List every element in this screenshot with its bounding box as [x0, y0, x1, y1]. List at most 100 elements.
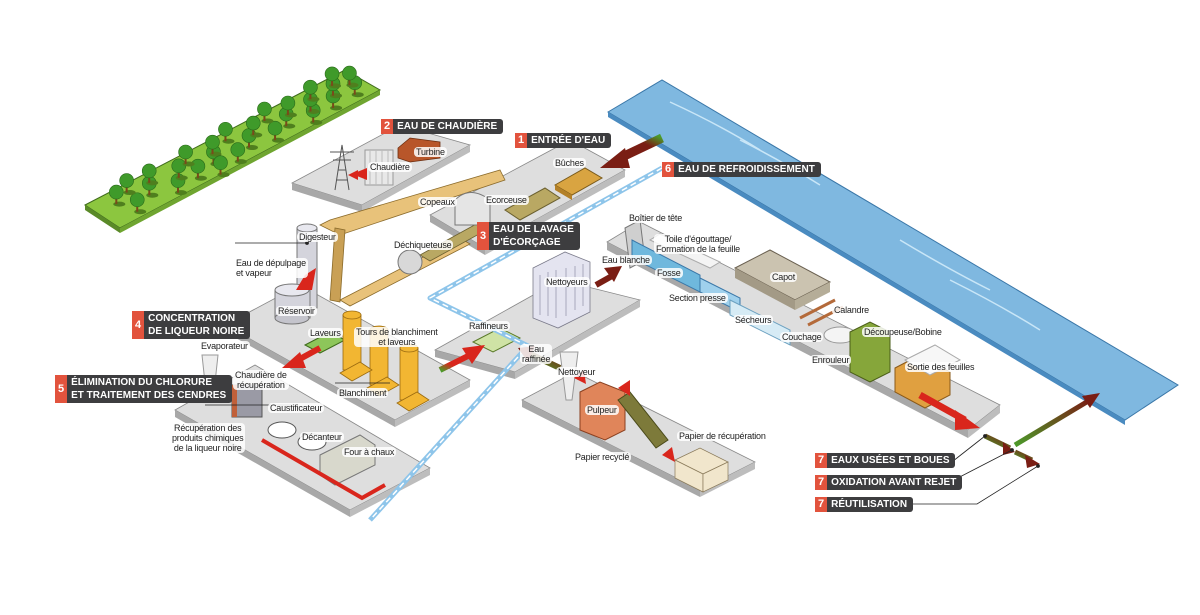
callout-text: RÉUTILISATION	[827, 497, 914, 512]
label-chips: Copeaux	[418, 197, 457, 207]
tree	[109, 184, 126, 207]
callout-number: 1	[515, 133, 528, 148]
label-calender: Calandre	[832, 305, 871, 315]
label-decanter: Décanteur	[300, 432, 344, 442]
label-washers: Laveurs	[308, 328, 343, 338]
label-causticizer: Caustificateur	[268, 403, 325, 413]
tree	[280, 95, 297, 118]
label-cleaner: Nettoyeur	[556, 367, 598, 377]
callout-text: EAUX USÉES ET BOUES	[827, 453, 956, 468]
callout-text: ENTRÉE D'EAU	[527, 133, 612, 148]
tree	[171, 158, 188, 181]
label-press-section: Section presse	[667, 293, 728, 303]
label-cleaners: Nettoyeurs	[544, 277, 590, 287]
tree	[119, 173, 136, 196]
label-refined-water: Eau raffinée	[520, 344, 553, 364]
reuse-arrow	[1013, 393, 1100, 448]
callout-number: 2	[381, 119, 394, 134]
callout-reuse: 7 RÉUTILISATION	[815, 497, 914, 512]
label-lime-kiln: Four à chaux	[342, 447, 397, 457]
label-bleaching: Blanchiment	[337, 388, 389, 398]
callout-text: ÉLIMINATION DU CHLORURE ET TRAITEMENT DE…	[67, 375, 233, 403]
tree	[230, 142, 247, 165]
label-chemical-recovery: Récupération des produits chimiques de l…	[170, 423, 246, 453]
chip-conveyor	[319, 169, 506, 307]
callout-number: 3	[477, 222, 490, 250]
label-pulping-water: Eau de dépulpage et vapeur	[234, 258, 308, 278]
callout-text: EAU DE REFROIDISSEMENT	[674, 162, 821, 177]
label-bleach-towers: Tours de blanchiment et laveurs	[354, 327, 440, 347]
callout-number: 6	[662, 162, 675, 177]
label-chipper: Déchiqueteuse	[392, 240, 454, 250]
callout-water-intake: 1 ENTRÉE D'EAU	[515, 133, 612, 148]
tree	[245, 115, 263, 138]
label-cutter-reel: Découpeuse/Bobine	[862, 327, 944, 337]
platform-recycled	[521, 351, 756, 497]
callout-number: 7	[815, 453, 828, 468]
tree	[129, 192, 147, 215]
callout-number: 7	[815, 475, 828, 490]
callout-text: EAU DE CHAUDIÈRE	[393, 119, 504, 134]
label-recycled-paper: Papier recyclé	[573, 452, 632, 462]
label-headbox: Boîtier de tête	[627, 213, 685, 223]
label-refiners: Raffineurs	[467, 321, 510, 331]
tree	[257, 101, 274, 124]
tree	[205, 134, 222, 157]
callout-number: 5	[55, 375, 68, 403]
black-liquor-arrow	[282, 345, 322, 368]
chipper	[397, 249, 423, 275]
label-forming-wire: Toile d'égouttage/ Formation de la feuil…	[654, 234, 742, 254]
power-pylon	[330, 144, 354, 191]
digester-arrow	[296, 268, 316, 290]
callout-boiler-water: 2 EAU DE CHAUDIÈRE	[381, 119, 504, 134]
label-winder: Enrouleur	[810, 355, 852, 365]
callout-number: 7	[815, 497, 828, 512]
label-boiler: Chaudière	[368, 162, 412, 172]
causticizer	[267, 421, 297, 439]
cleaners-machine	[532, 251, 591, 329]
debarker-drum	[454, 192, 491, 226]
label-pit: Fosse	[655, 268, 683, 278]
label-reservoir: Réservoir	[276, 306, 317, 316]
label-sheet-output: Sortie des feuilles	[905, 362, 977, 372]
label-turbine: Turbine	[414, 147, 447, 157]
flow-arrows	[282, 133, 1100, 468]
callout-number: 4	[132, 311, 145, 339]
wastewater-arrow	[918, 391, 980, 430]
label-digester: Digesteur	[297, 232, 338, 242]
refiner-intake-arrow	[438, 345, 485, 373]
callout-debarking-wash-water: 3 EAU DE LAVAGE D'ÉCORÇAGE	[477, 222, 580, 250]
tree	[141, 163, 159, 186]
callout-oxidation: 7 OXIDATION AVANT REJET	[815, 475, 963, 490]
label-waste-paper: Papier de récupération	[677, 431, 768, 441]
label-recovery-boiler: Chaudière de récupération	[233, 370, 289, 390]
water-intake-arrow	[600, 133, 664, 168]
tree	[303, 79, 320, 102]
callout-text: EAU DE LAVAGE D'ÉCORÇAGE	[489, 222, 580, 250]
leader-lines	[205, 241, 1040, 505]
label-white-water: Eau blanche	[600, 255, 652, 265]
label-dryers: Sécheurs	[733, 315, 774, 325]
forest	[84, 65, 382, 233]
white-water-arrow	[594, 266, 622, 288]
callout-black-liquor: 4 CONCENTRATION DE LIQUEUR NOIRE	[132, 311, 251, 339]
callout-cooling-water: 6 EAU DE REFROIDISSEMENT	[662, 162, 821, 177]
winder	[849, 321, 891, 383]
label-hood: Capot	[770, 272, 798, 282]
tree	[324, 66, 342, 89]
tree	[213, 155, 230, 178]
callout-chloride-ash: 5 ÉLIMINATION DU CHLORURE ET TRAITEMENT …	[55, 375, 233, 403]
label-coating: Couchage	[780, 332, 824, 342]
callout-wastewater-sludge: 7 EAUX USÉES ET BOUES	[815, 453, 956, 468]
trees	[109, 65, 364, 215]
feed-conveyor	[617, 391, 669, 449]
callout-text: CONCENTRATION DE LIQUEUR NOIRE	[144, 311, 251, 339]
label-debarker: Ecorceuse	[484, 195, 529, 205]
label-pulper: Pulpeur	[585, 405, 619, 415]
callout-text: OXIDATION AVANT REJET	[827, 475, 963, 490]
tree	[267, 120, 285, 143]
tree	[342, 65, 359, 88]
label-evaporator: Evaporateur	[199, 341, 250, 351]
label-logs: Bûches	[553, 158, 586, 168]
waste-paper-bales	[674, 447, 729, 493]
